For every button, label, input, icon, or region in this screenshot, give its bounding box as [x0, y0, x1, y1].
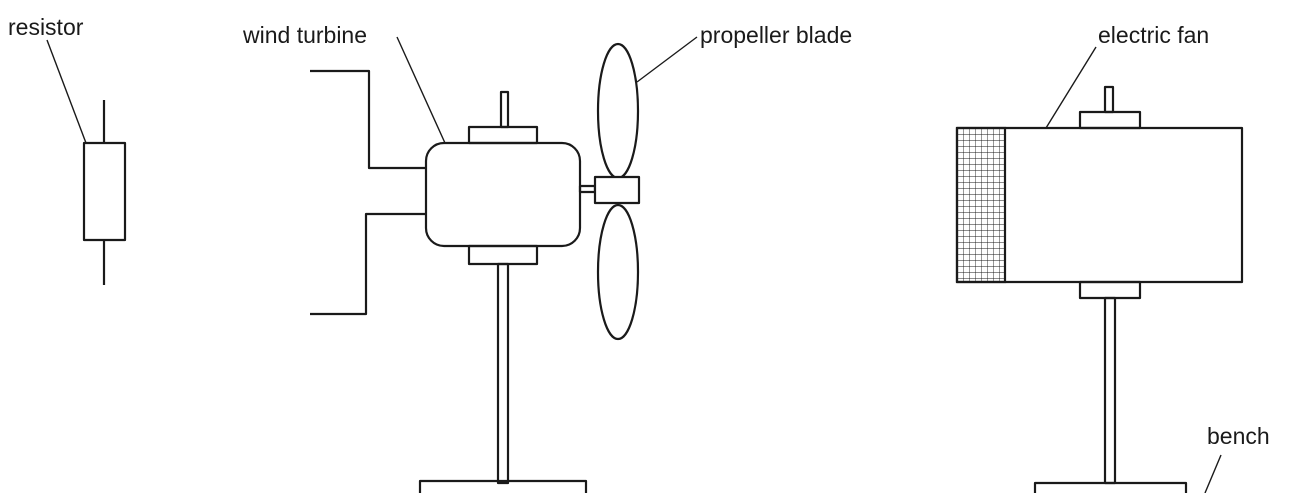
bench-leader-line [1204, 454, 1222, 493]
electric-fan-label: electric fan [1098, 22, 1209, 48]
resistor-leader-line [46, 39, 87, 144]
resistor [82, 100, 127, 285]
fan-grille [955, 126, 1007, 284]
propeller-blade-label: propeller blade [700, 22, 852, 48]
connecting-wires [310, 69, 426, 316]
propeller-hub [593, 175, 641, 205]
wind-turbine [418, 90, 597, 493]
electric-fan [955, 85, 1244, 493]
wind-turbine-label: wind turbine [242, 22, 367, 48]
propeller-blade-upper [596, 42, 640, 180]
wind-turbine-leader-line [396, 36, 446, 144]
resistor-label: resistor [8, 14, 84, 40]
propeller-blade-leader-line [636, 36, 698, 83]
propeller [593, 42, 641, 341]
bench-label: bench [1207, 423, 1270, 449]
propeller-blade-lower [596, 203, 640, 341]
electric-fan-leader-line [1045, 46, 1097, 129]
